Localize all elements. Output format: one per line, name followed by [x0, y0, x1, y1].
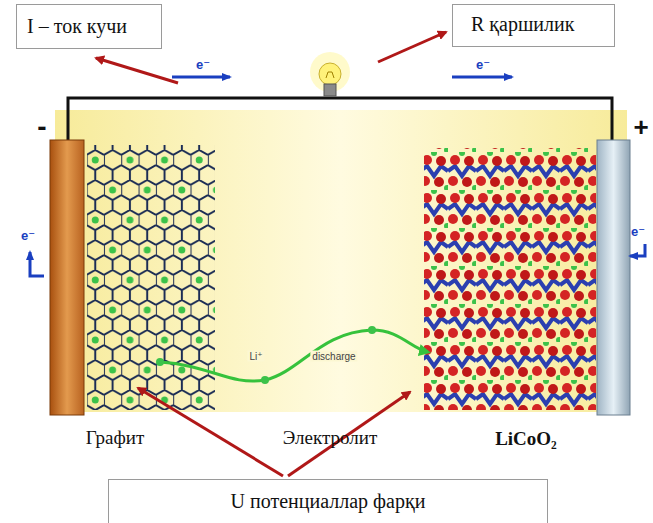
current-box: I – ток кучи [16, 4, 162, 49]
licoo2-layers [424, 148, 596, 410]
electron-arrow [452, 76, 512, 79]
resistance-box: R қаршилик [452, 4, 615, 47]
electron-arrow [172, 76, 230, 79]
leader-arrow [96, 58, 178, 83]
process-label: discharge [310, 351, 357, 362]
voltage-box: U потенциаллар фарқи [108, 479, 548, 523]
cathode [597, 140, 630, 415]
electron-label: e⁻ [631, 225, 645, 239]
leader-arrow [138, 388, 283, 476]
lithium-ions [87, 145, 215, 410]
bulb [310, 52, 350, 96]
box-text: U потенциаллар фарқи [129, 490, 527, 513]
electron-label: e⁻ [476, 58, 490, 72]
ion-label: Li⁺ [247, 351, 264, 362]
terminal-sign: - [37, 112, 46, 143]
material-label: Графит [86, 428, 145, 449]
graphite-lattice [87, 145, 215, 410]
electrolyte [55, 110, 627, 412]
electron-arrow [630, 244, 645, 256]
electron-label: e⁻ [196, 58, 210, 72]
material-label: Электролит [283, 428, 377, 449]
electron-label: e⁻ [21, 229, 35, 243]
box-text: I – ток кучи [27, 15, 127, 38]
electron-arrow [30, 252, 44, 276]
wire [68, 98, 612, 140]
terminal-sign: + [633, 113, 648, 142]
material-label: LiCoO₂ [495, 429, 557, 450]
leader-arrow [378, 32, 446, 62]
box-text: R қаршилик [471, 13, 574, 36]
ion-path [160, 330, 428, 381]
anode [50, 140, 84, 415]
